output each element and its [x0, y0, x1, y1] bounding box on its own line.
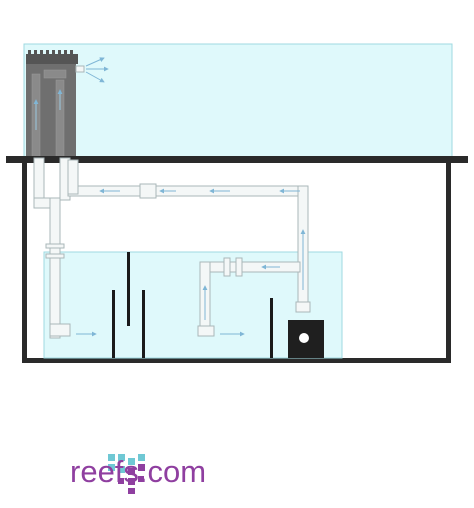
stand-top — [6, 156, 468, 163]
stand-right-wall — [446, 163, 451, 363]
sump-baffles — [112, 252, 273, 358]
reefs-logo-icon — [108, 454, 145, 494]
aquarium-plumbing-diagram — [6, 43, 468, 363]
return-outflow-arrows — [75, 57, 109, 83]
return-pump — [288, 320, 324, 358]
display-tank — [23, 43, 453, 159]
stand-left-wall — [22, 163, 27, 363]
drain-plumbing — [33, 157, 71, 339]
return-flow-arrows — [99, 188, 306, 337]
brand-name: reefs.com — [70, 454, 207, 489]
stand-bottom — [22, 358, 451, 363]
overflow-box — [26, 50, 78, 159]
